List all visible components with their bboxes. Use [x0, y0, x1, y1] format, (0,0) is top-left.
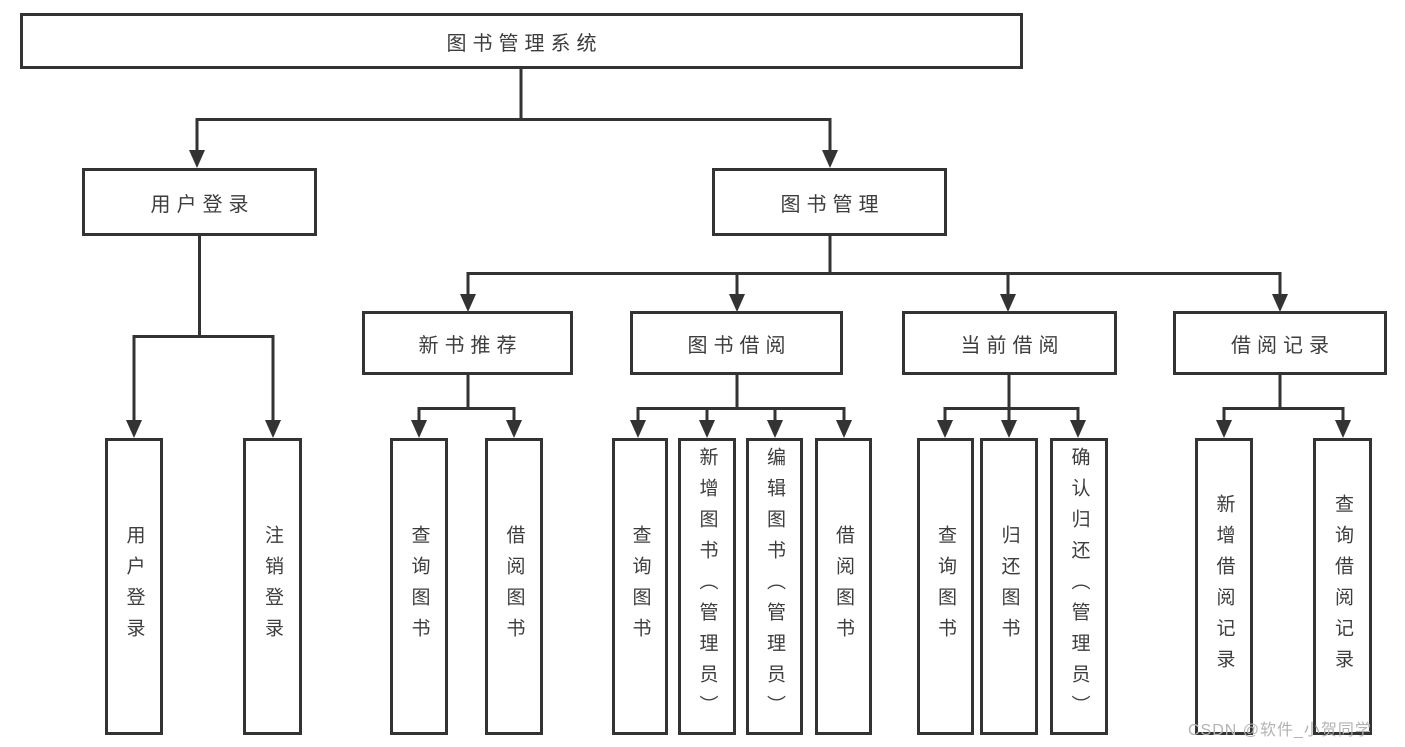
node-label: 新增借阅记录	[1213, 493, 1235, 680]
node-label: 用户登录	[123, 524, 145, 649]
node-label: 查询借阅记录	[1332, 493, 1353, 680]
node-borrowing-records: 借阅记录	[1173, 311, 1387, 375]
node-book-borrowing: 图书借阅	[630, 311, 843, 375]
csdn-watermark: CSDN @软件_小贺同学	[1188, 722, 1372, 739]
leaf-borrow-books-borrowing: 借阅图书	[815, 438, 872, 735]
node-label: 图书管理系统	[446, 32, 603, 55]
leaf-query-books-current: 查询图书	[917, 438, 974, 735]
leaf-add-borrow-record: 新增借阅记录	[1195, 438, 1253, 735]
node-book-management: 图书管理	[712, 168, 947, 236]
node-label: 新增图书（管理员）	[696, 447, 718, 726]
node-label: 查询图书	[629, 524, 651, 649]
node-label: 注销登录	[262, 524, 283, 649]
leaf-logout: 注销登录	[243, 438, 302, 735]
node-label: 编辑图书（管理员）	[764, 447, 785, 726]
node-label: 归还图书	[998, 524, 1020, 649]
leaf-return-books: 归还图书	[980, 438, 1038, 735]
leaf-confirm-return-admin: 确认归还（管理员）	[1050, 438, 1108, 735]
leaf-user-login: 用户登录	[105, 438, 163, 735]
node-label: 查询图书	[935, 524, 956, 649]
node-label: 查询图书	[408, 524, 430, 649]
node-label: 确认归还（管理员）	[1068, 447, 1090, 726]
node-current-borrowing: 当前借阅	[902, 311, 1117, 375]
leaf-query-books-borrowing: 查询图书	[612, 438, 668, 735]
node-label: 用户登录	[150, 193, 255, 216]
node-label: 图书管理	[780, 193, 885, 216]
node-label: 当前借阅	[960, 334, 1065, 357]
leaf-edit-books-admin: 编辑图书（管理员）	[746, 438, 803, 735]
leaf-add-books-admin: 新增图书（管理员）	[678, 438, 736, 735]
node-label: 新书推荐	[418, 334, 523, 357]
node-label: 借阅图书	[503, 524, 525, 649]
node-label: 图书借阅	[687, 334, 792, 357]
node-label: 借阅图书	[833, 524, 854, 649]
node-library-management-system: 图书管理系统	[20, 13, 1023, 69]
node-label: 借阅记录	[1231, 334, 1335, 357]
leaf-borrow-books-recommend: 借阅图书	[485, 438, 543, 735]
node-new-book-recommendation: 新书推荐	[362, 311, 573, 375]
arrowheads	[126, 150, 1351, 438]
leaf-query-books-recommend: 查询图书	[390, 438, 448, 735]
leaf-query-borrow-record: 查询借阅记录	[1313, 438, 1372, 735]
node-user-login: 用户登录	[82, 168, 317, 236]
